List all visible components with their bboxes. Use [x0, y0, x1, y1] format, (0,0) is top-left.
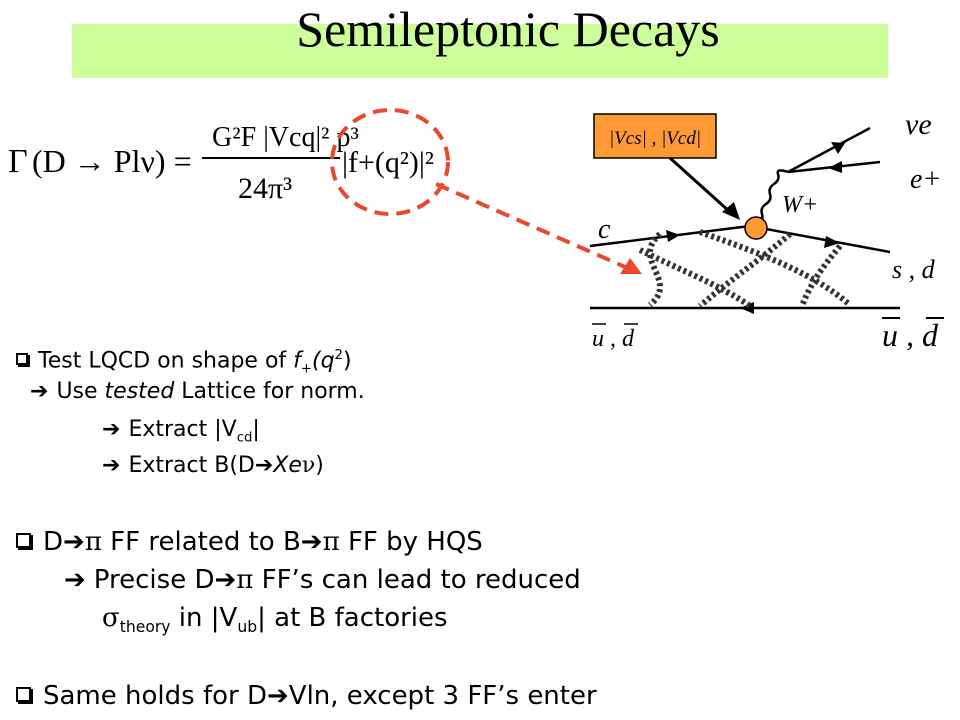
arrow-right-icon: ➔ — [300, 527, 323, 557]
arrow-right-icon: ➔ — [102, 453, 121, 478]
ckm-label-box — [593, 113, 717, 159]
bullet-5: D➔π FF related to B➔π FF by HQS — [16, 526, 483, 558]
bullet-2: ➔Use tested Lattice for norm. — [30, 379, 365, 404]
title-bar — [72, 24, 888, 78]
nu-line — [787, 126, 871, 174]
u-d-left-label: u , d — [592, 326, 635, 350]
process-text: (D → Plν) = — [32, 143, 192, 179]
arrow-right-icon: ➔ — [30, 379, 49, 404]
arrow-right-icon: ➔ — [254, 453, 274, 478]
bullet-4: ➔Extract B(D➔Xeν) — [102, 453, 324, 478]
c-quark-label: c — [598, 214, 611, 245]
square-bullet-icon — [16, 353, 28, 366]
gluon-5 — [638, 247, 752, 309]
arrow-right-icon: ➔ — [102, 417, 121, 442]
arrow-right-icon: ➔ — [63, 527, 85, 557]
gamma-symbol: Γ — [8, 143, 28, 180]
w-plus-label: W+ — [782, 192, 818, 218]
nu-e-label: νe — [905, 108, 932, 141]
decay-rate-formula: Γ (D → Plν) = G²F |Vcq|² p³ 24π³ |f+(q²)… — [8, 108, 450, 216]
weak-vertex — [744, 216, 768, 240]
w-boson-line — [757, 169, 789, 227]
formfactor-highlight-ellipse — [330, 108, 450, 216]
dashed-pointer-arrow — [435, 182, 642, 274]
feynman-diagram: |Vcs| , |Vcd| νe e+ W+ c s , d u , d u ,… — [589, 108, 944, 350]
e-plus-label: e+ — [910, 164, 941, 195]
gluon-4 — [799, 244, 843, 308]
bullet-8: Same holds for D➔Vln, except 3 FF’s ente… — [16, 680, 597, 712]
arrow-right-icon: ➔ — [214, 565, 237, 595]
ckm-label: |Vcs| , |Vcd| — [609, 128, 701, 149]
square-bullet-icon — [16, 687, 31, 702]
page-title: Semileptonic Decays — [296, 1, 720, 57]
square-bullet-icon — [16, 533, 31, 548]
s-quark-line — [749, 224, 891, 254]
formfactor-text: |f+(q²)|² — [342, 146, 434, 179]
bullet-1: Test LQCD on shape of f+(q2) — [16, 340, 352, 386]
bullet-7: σtheory in |Vub| at B factories — [102, 603, 448, 637]
arrow-right-icon: ➔ — [64, 565, 86, 595]
arrow-right-icon: ➔ — [266, 681, 289, 711]
s-d-label: s , d — [892, 255, 936, 284]
gluon-2 — [698, 229, 852, 308]
bullet-6: ➔Precise D➔π FF’s can lead to reduced — [64, 565, 581, 595]
denominator-text: 24π³ — [238, 172, 292, 205]
gluon-1 — [647, 231, 663, 308]
bullet-3: ➔Extract |Vcd| — [102, 417, 260, 446]
gluon-3 — [698, 231, 792, 309]
ckm-pointer — [668, 156, 732, 214]
numerator-text: G²F |Vcq|² p³ — [212, 122, 359, 153]
u-d-right-label: u , d — [882, 317, 939, 350]
